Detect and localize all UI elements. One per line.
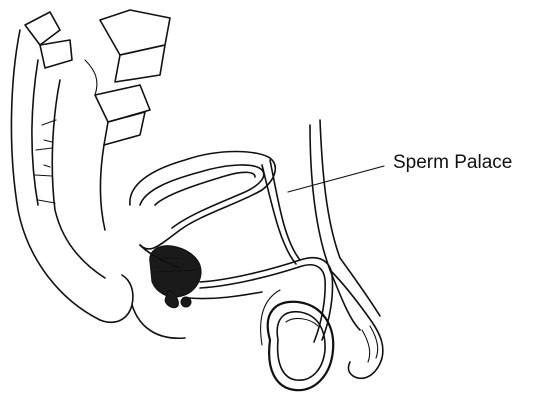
penis-outline	[310, 120, 383, 378]
sacrum-outline	[11, 10, 170, 320]
label-leader-line	[288, 166, 384, 192]
bladder	[130, 152, 275, 250]
sperm-palace-label: Sperm Palace	[393, 152, 512, 174]
